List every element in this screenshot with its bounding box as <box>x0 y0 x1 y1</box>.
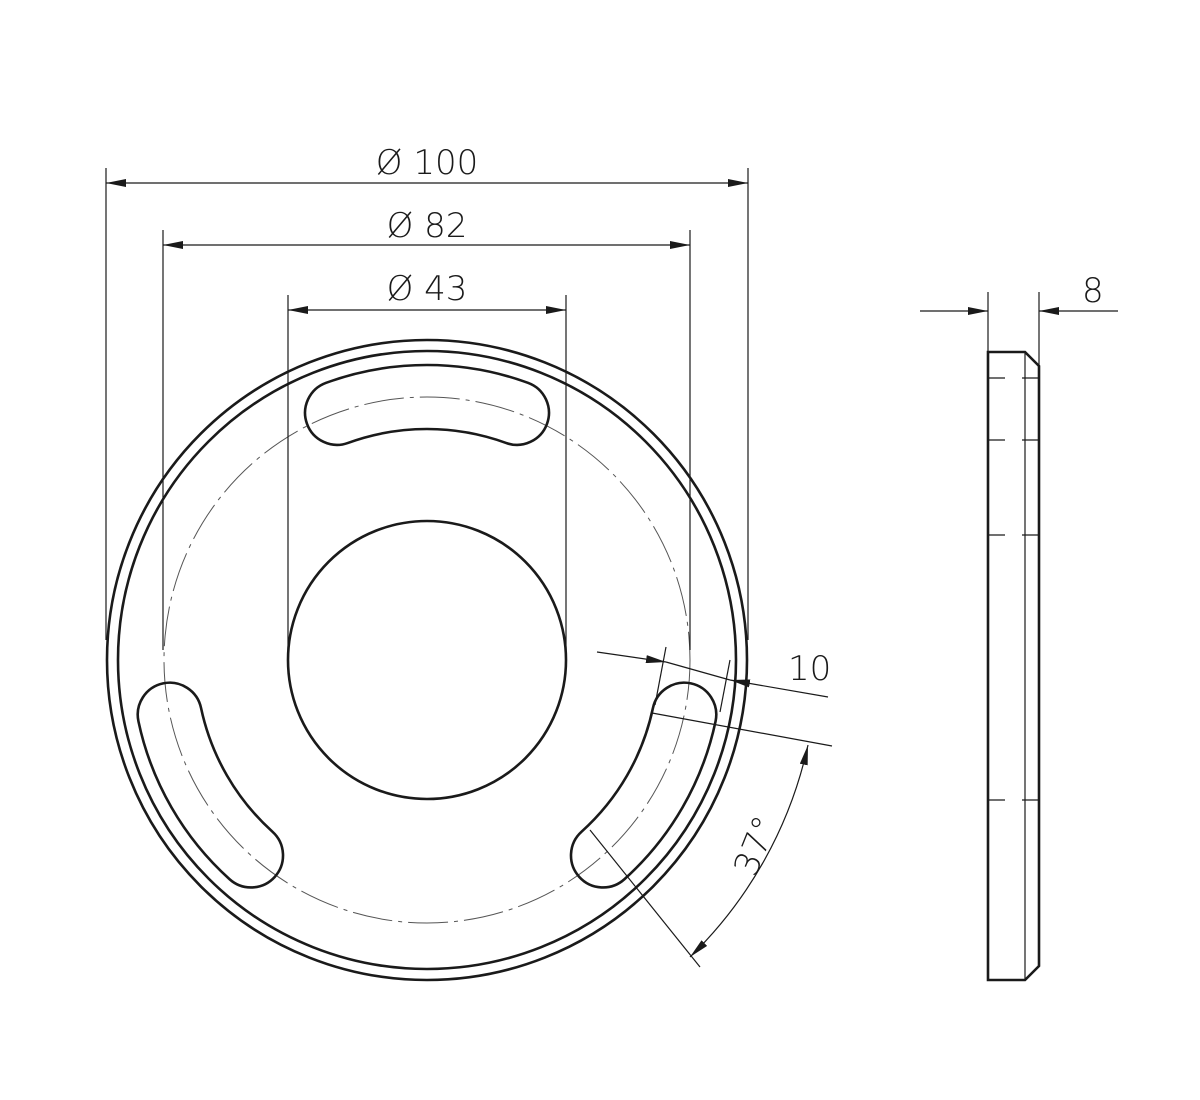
dim-outer-diameter: Ø 100 <box>376 143 478 183</box>
slot-bottom-left <box>136 681 285 889</box>
slot-bottom-right <box>569 681 718 889</box>
chamfer-edge <box>116 349 738 971</box>
front-view <box>105 338 749 982</box>
side-view: 8 <box>920 271 1118 982</box>
dim-bore-diameter: Ø 43 <box>387 269 468 309</box>
dim-slot-angle: 37° <box>726 811 786 882</box>
dim-thickness: 8 <box>1082 271 1104 311</box>
slot-width-dimension: 10 <box>596 646 831 713</box>
center-bore <box>286 519 568 801</box>
side-profile <box>986 350 1041 982</box>
diameter-dimensions: Ø 100 Ø 82 Ø 43 <box>105 143 749 655</box>
dim-slot-width: 10 <box>788 649 831 689</box>
slot-top <box>303 363 551 447</box>
pitch-circle <box>163 396 691 924</box>
hidden-lines <box>988 377 1039 801</box>
outer-edge <box>105 338 749 982</box>
dim-pitch-diameter: Ø 82 <box>387 206 468 246</box>
slot-angle-dimension: 37° <box>589 712 833 968</box>
